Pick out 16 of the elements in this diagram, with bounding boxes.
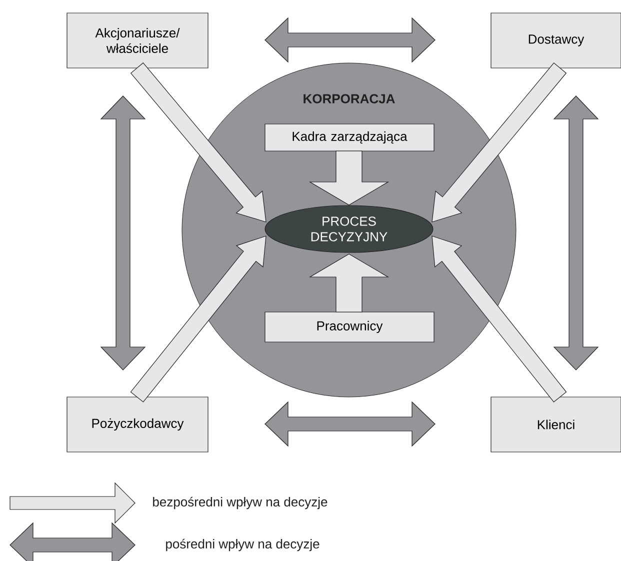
arrow	[308, 254, 390, 312]
text-box: Klienci	[490, 396, 621, 452]
arrow	[308, 150, 390, 206]
arrow	[130, 236, 266, 402]
text-box: Pracownicy	[264, 312, 434, 342]
text-box: Dostawcy	[490, 12, 621, 68]
text-box: Akcjonariusze/ właściciele	[66, 12, 208, 68]
arrow	[264, 17, 436, 63]
text-box: Kadra zarządzająca	[264, 124, 434, 152]
arrow	[264, 401, 436, 447]
legend-label: pośredni wpływ na decyzje	[166, 538, 320, 552]
text-box: Pożyczkodawcy	[66, 396, 208, 452]
legend-label: bezpośredni wpływ na decyzje	[153, 496, 328, 510]
arrow	[100, 96, 146, 370]
arrow	[553, 96, 599, 370]
arrow	[432, 236, 567, 402]
